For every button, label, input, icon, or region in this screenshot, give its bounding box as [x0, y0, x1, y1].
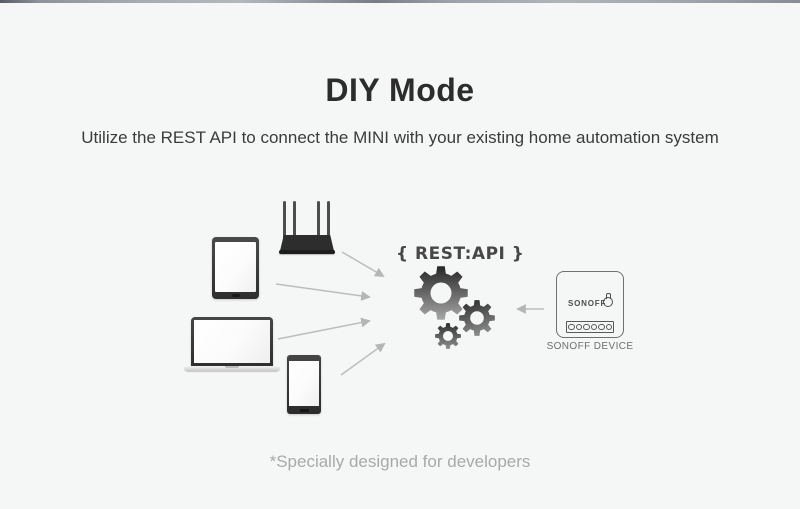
push-button-knob [603, 297, 613, 307]
router-body [280, 235, 334, 251]
tablet-home-button [231, 294, 240, 297]
terminal-hole [583, 323, 590, 331]
smartphone-screen [289, 361, 319, 406]
laptop-display [194, 320, 270, 363]
rest-api-label: { REST:API } [396, 244, 525, 264]
push-button-icon [602, 293, 614, 309]
laptop-icon [184, 317, 280, 373]
router-antenna [293, 201, 296, 239]
gear-small [435, 323, 461, 349]
sonoff-device-caption: SONOFF DEVICE [546, 341, 634, 352]
laptop-screen [191, 317, 273, 366]
sonoff-logo: SONOFF [568, 299, 607, 308]
router-antenna [317, 201, 320, 239]
gear-large [414, 266, 468, 320]
smartphone-icon [287, 355, 321, 414]
terminal-hole [590, 323, 597, 331]
page-subtitle: Utilize the REST API to connect the MINI… [81, 128, 719, 147]
terminal-hole [598, 323, 605, 331]
router-antenna [327, 201, 330, 239]
laptop-base [184, 366, 280, 371]
page-title: DIY Mode [325, 72, 475, 108]
terminal-hole [568, 323, 575, 331]
push-button-stem [605, 293, 611, 299]
arrow-router-to-api [341, 251, 385, 277]
router-antenna [283, 201, 286, 239]
sonoff-device: SONOFF [556, 271, 624, 338]
arrow-phone-to-api [340, 342, 386, 376]
tablet-icon [212, 237, 259, 299]
terminal-hole [605, 323, 612, 331]
terminal-strip-icon [566, 321, 614, 333]
tablet-screen [215, 242, 256, 292]
top-progress-bar [0, 0, 800, 3]
smartphone-home-button [299, 408, 309, 412]
arrow-tablet-to-api [275, 283, 371, 301]
terminal-hole [575, 323, 582, 331]
gear-medium [459, 300, 495, 336]
wifi-router-icon [279, 201, 335, 256]
router-base [279, 250, 335, 254]
gears-icon [414, 266, 495, 349]
arrow-laptop-to-api [277, 317, 371, 340]
footnote: *Specially designed for developers [269, 452, 531, 471]
